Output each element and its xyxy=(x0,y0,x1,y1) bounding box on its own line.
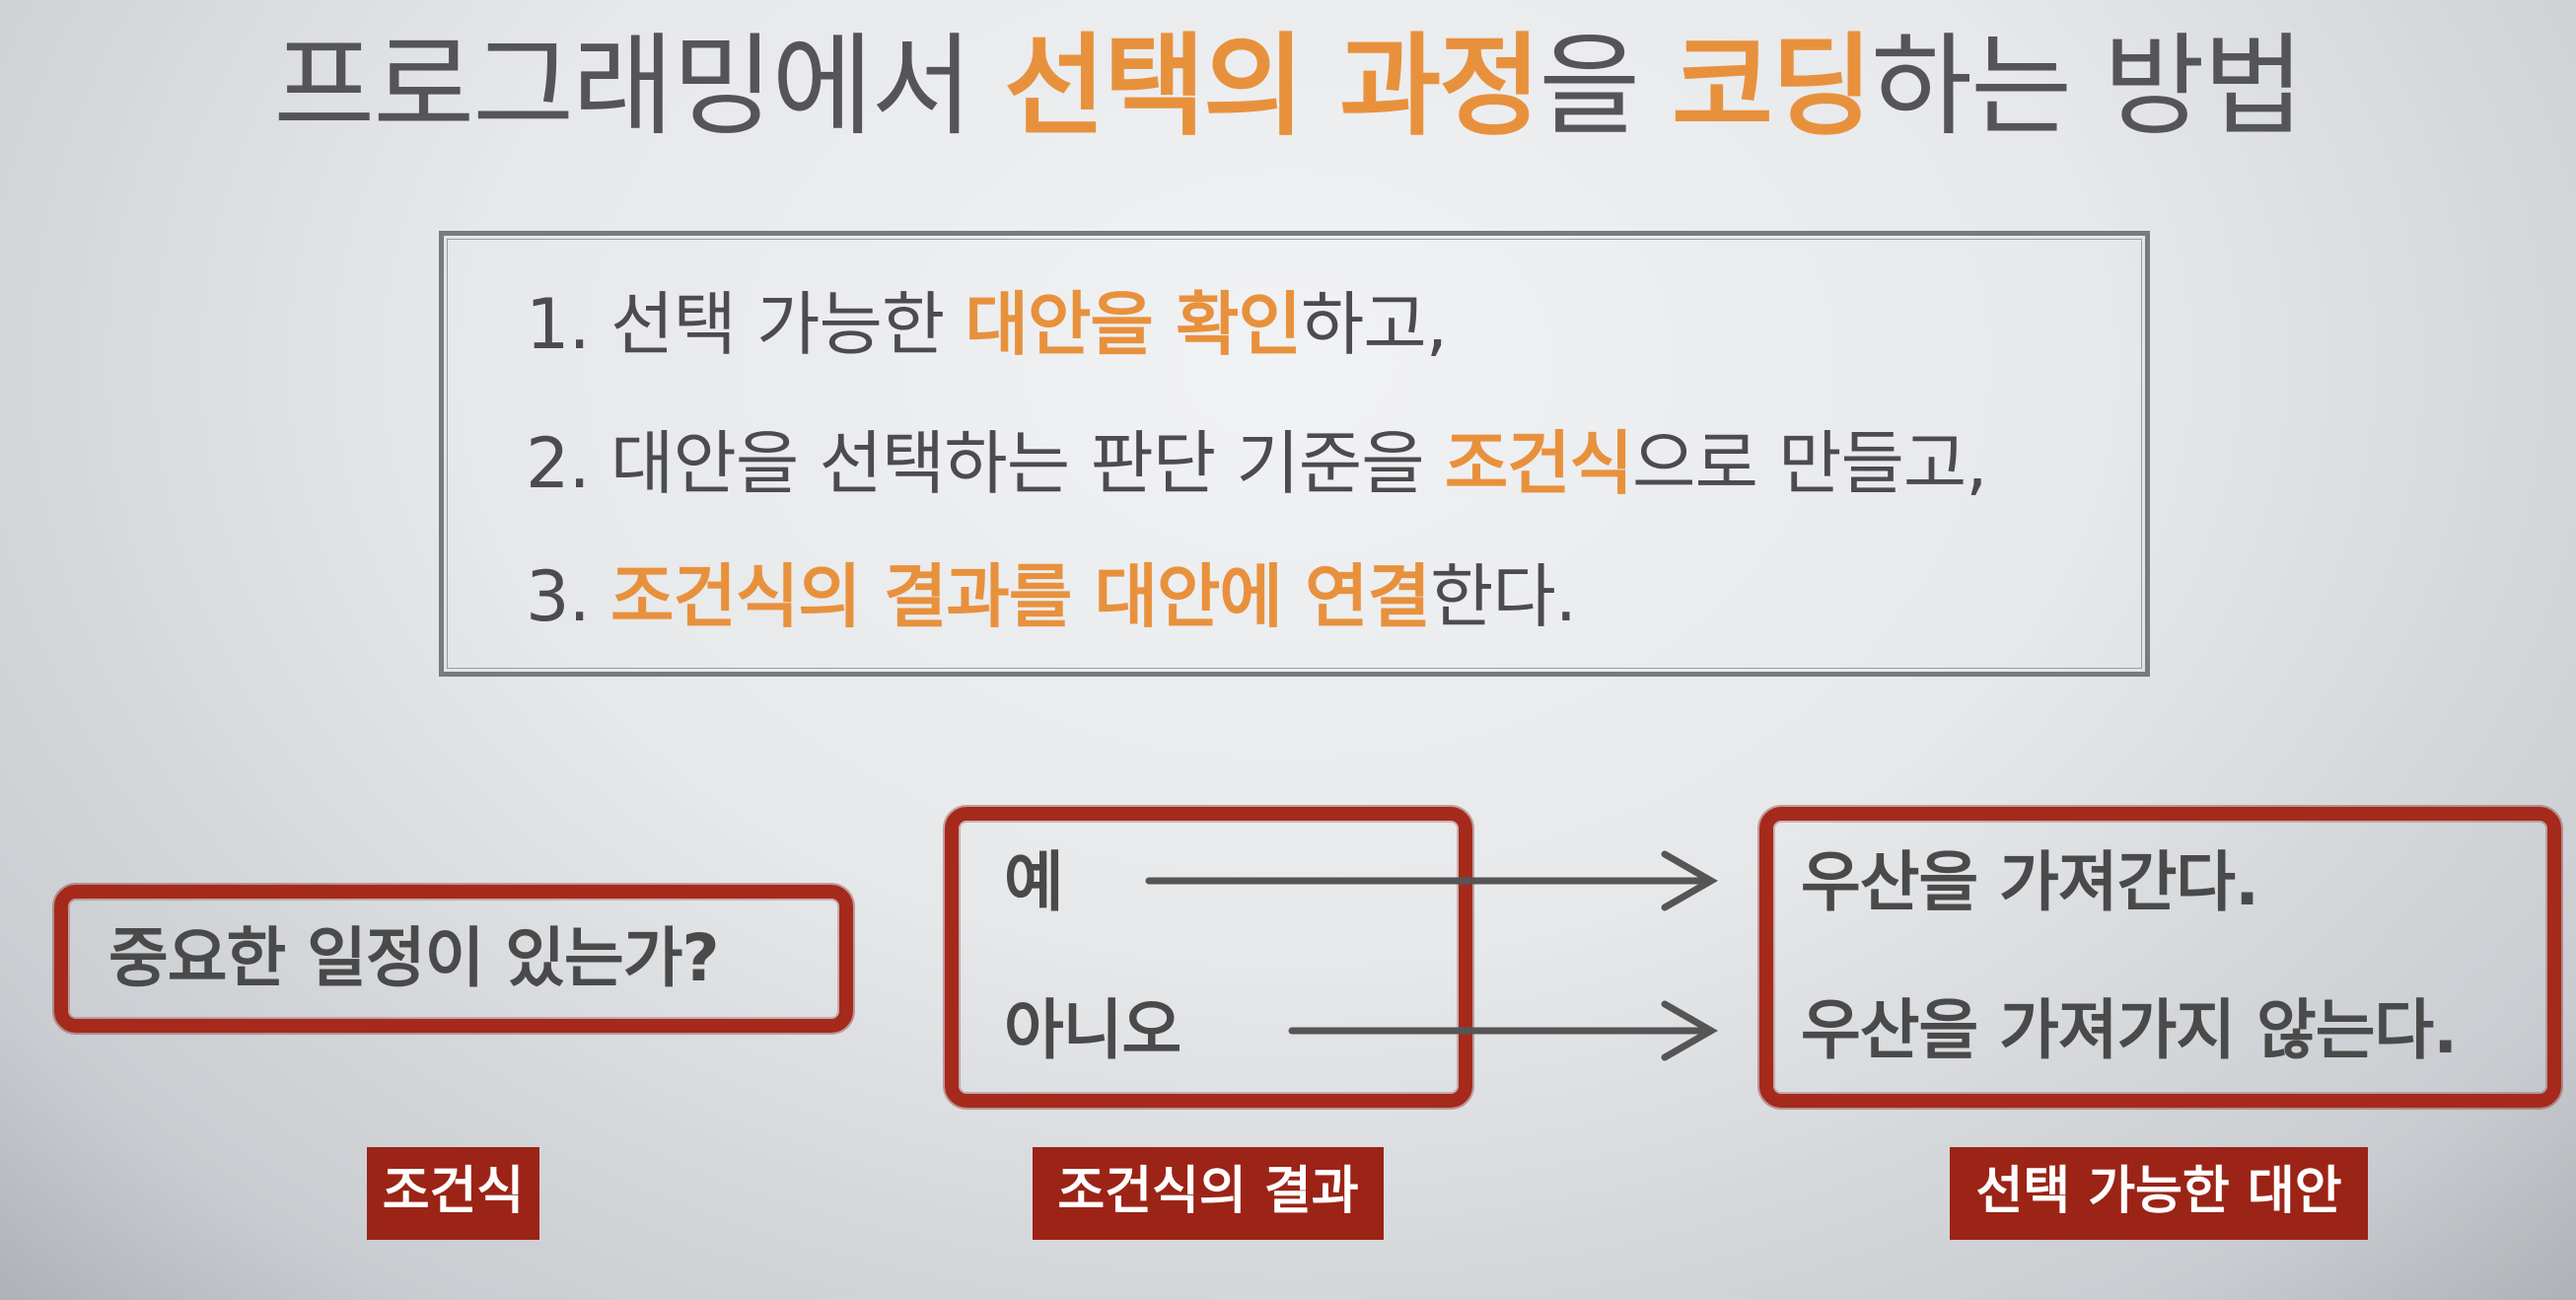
rule-line-3: 3. 조건식의 결과를 대안에 연결한다. xyxy=(526,552,1577,641)
rule-1-prefix: 1. 선택 가능한 xyxy=(526,284,966,365)
title-part-3: 하는 방법 xyxy=(1871,23,2305,151)
title-part-2: 을 xyxy=(1538,23,1672,151)
label-alternatives: 선택 가능한 대안 xyxy=(1950,1147,2368,1240)
rule-2-highlight: 조건식 xyxy=(1444,423,1633,504)
rule-line-1: 1. 선택 가능한 대안을 확인하고, xyxy=(526,280,1448,369)
rules-box: 1. 선택 가능한 대안을 확인하고, 2. 대안을 선택하는 판단 기준을 조… xyxy=(439,231,2150,677)
alternative-yes-action: 우산을 가져간다. xyxy=(1801,844,2259,920)
rule-1-highlight: 대안을 확인 xyxy=(965,284,1302,365)
condition-box xyxy=(54,885,853,1033)
rule-3-highlight: 조건식의 결과를 대안에 연결 xyxy=(610,556,1431,637)
title-highlight-coding: 코딩 xyxy=(1671,23,1873,151)
title-part-1: 프로그래밍에서 xyxy=(273,23,1005,151)
rule-3-prefix: 3. xyxy=(526,556,611,637)
label-condition: 조건식 xyxy=(367,1147,539,1240)
alternatives-box xyxy=(1759,807,2561,1108)
arrow-no-head xyxy=(1661,1000,1719,1061)
rule-1-suffix: 하고, xyxy=(1300,284,1448,365)
label-condition-result: 조건식의 결과 xyxy=(1033,1147,1384,1240)
condition-text: 중요한 일정이 있는가? xyxy=(108,920,720,996)
page-title: 프로그래밍에서 선택의 과정을 코딩하는 방법 xyxy=(0,18,2576,156)
result-no: 아니오 xyxy=(1004,992,1181,1068)
rule-3-suffix: 한다. xyxy=(1429,556,1577,637)
rule-2-prefix: 2. 대안을 선택하는 판단 기준을 xyxy=(526,423,1445,504)
result-yes: 예 xyxy=(1004,844,1064,920)
rule-line-2: 2. 대안을 선택하는 판단 기준을 조건식으로 만들고, xyxy=(526,419,1988,508)
arrow-yes-head xyxy=(1661,850,1719,911)
rule-2-suffix: 으로 만들고, xyxy=(1632,423,1988,504)
title-highlight-selection-process: 선택의 과정 xyxy=(1004,23,1540,151)
alternative-no-action: 우산을 가져가지 않는다. xyxy=(1801,992,2458,1068)
